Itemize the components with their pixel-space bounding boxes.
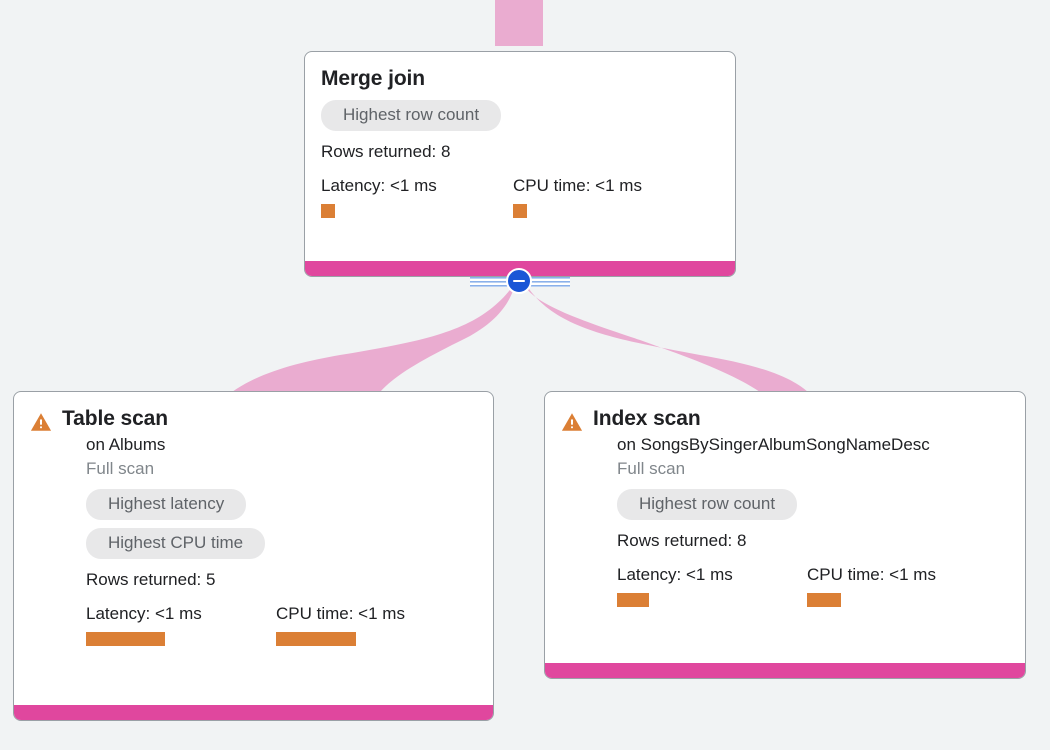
latency-metric: Latency: <1 ms bbox=[617, 564, 807, 607]
node-title: Index scan bbox=[593, 407, 701, 430]
node-accent-bar bbox=[14, 705, 493, 720]
metrics-row: Latency: <1 ms CPU time: <1 ms bbox=[617, 564, 1009, 607]
node-merge-join-body: Merge join Highest row count Rows return… bbox=[305, 52, 735, 276]
cpu-label: CPU time: <1 ms bbox=[513, 176, 642, 195]
node-scan-type: Full scan bbox=[617, 459, 686, 478]
latency-label: Latency: <1 ms bbox=[321, 176, 437, 195]
latency-bar bbox=[321, 204, 335, 218]
warning-triangle-icon bbox=[561, 413, 583, 431]
node-index-scan-details: on SongsBySingerAlbumSongNameDesc Full s… bbox=[561, 433, 1009, 607]
chip-highest-cpu-time[interactable]: Highest CPU time bbox=[86, 520, 477, 559]
metrics-row: Latency: <1 ms CPU time: <1 ms bbox=[321, 175, 719, 218]
node-table-scan-details: on Albums Full scan Highest latency High… bbox=[30, 433, 477, 646]
cpu-label: CPU time: <1 ms bbox=[276, 604, 405, 623]
chip-label: Highest row count bbox=[617, 489, 798, 520]
chip-highest-latency[interactable]: Highest latency bbox=[86, 481, 477, 520]
collapse-toggle-button[interactable] bbox=[506, 268, 532, 294]
cpu-metric: CPU time: <1 ms bbox=[276, 603, 405, 646]
chip-label: Highest latency bbox=[86, 489, 247, 520]
node-table-scan-body: Table scan on Albums Full scan Highest l… bbox=[14, 392, 493, 720]
chip-highest-row-count[interactable]: Highest row count bbox=[617, 481, 1009, 520]
node-table-scan-header: Table scan bbox=[30, 406, 477, 433]
rows-returned: Rows returned: 8 bbox=[321, 142, 451, 161]
edge-incoming-top bbox=[495, 0, 543, 46]
minus-circle-icon bbox=[513, 280, 525, 282]
node-table-scan-heading: Table scan bbox=[62, 406, 168, 432]
node-index-scan-heading: Index scan bbox=[593, 406, 701, 432]
edge-merge-to-table-scan bbox=[232, 286, 514, 392]
rows-returned: Rows returned: 5 bbox=[86, 570, 216, 589]
node-subtitle: on SongsBySingerAlbumSongNameDesc bbox=[617, 435, 930, 454]
cpu-bar bbox=[276, 632, 356, 646]
node-scan-type: Full scan bbox=[86, 459, 155, 478]
node-subtitle: on Albums bbox=[86, 435, 166, 454]
chip-label: Highest CPU time bbox=[86, 528, 266, 559]
rows-returned: Rows returned: 8 bbox=[617, 531, 747, 550]
node-merge-join[interactable]: Merge join Highest row count Rows return… bbox=[304, 51, 736, 277]
node-merge-join-header: Merge join bbox=[321, 66, 719, 92]
node-title: Merge join bbox=[321, 67, 426, 90]
warning-triangle-icon bbox=[30, 413, 52, 431]
cpu-bar bbox=[807, 593, 841, 607]
chip-label: Highest row count bbox=[321, 100, 502, 131]
cpu-metric: CPU time: <1 ms bbox=[513, 175, 642, 218]
latency-label: Latency: <1 ms bbox=[617, 565, 733, 584]
latency-bar bbox=[86, 632, 165, 646]
chip-highest-row-count[interactable]: Highest row count bbox=[321, 92, 719, 131]
latency-label: Latency: <1 ms bbox=[86, 604, 202, 623]
edge-merge-to-index-scan bbox=[526, 286, 808, 392]
latency-metric: Latency: <1 ms bbox=[321, 175, 513, 218]
node-table-scan[interactable]: Table scan on Albums Full scan Highest l… bbox=[13, 391, 494, 721]
latency-metric: Latency: <1 ms bbox=[86, 603, 276, 646]
cpu-metric: CPU time: <1 ms bbox=[807, 564, 936, 607]
node-index-scan-body: Index scan on SongsBySingerAlbumSongName… bbox=[545, 392, 1025, 678]
metrics-row: Latency: <1 ms CPU time: <1 ms bbox=[86, 603, 477, 646]
cpu-bar bbox=[513, 204, 527, 218]
cpu-label: CPU time: <1 ms bbox=[807, 565, 936, 584]
node-title: Table scan bbox=[62, 407, 168, 430]
node-accent-bar bbox=[545, 663, 1025, 678]
node-index-scan[interactable]: Index scan on SongsBySingerAlbumSongName… bbox=[544, 391, 1026, 679]
latency-bar bbox=[617, 593, 649, 607]
node-index-scan-header: Index scan bbox=[561, 406, 1009, 433]
